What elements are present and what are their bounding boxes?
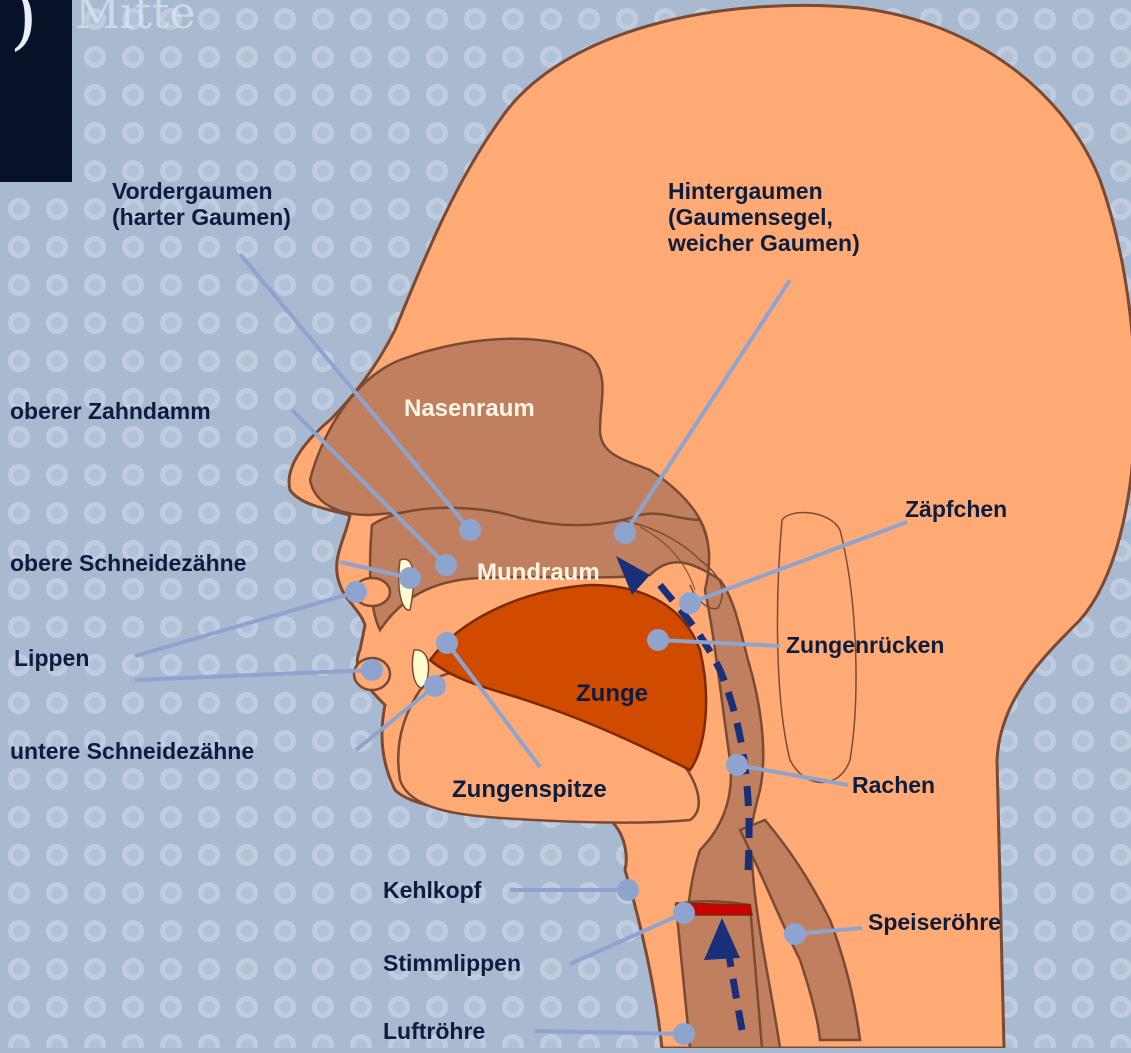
label-lips: Lippen xyxy=(14,645,89,671)
pointer-vocal-folds-dot xyxy=(675,904,693,922)
label-vocal-folds: Stimmlippen xyxy=(383,950,521,976)
corner-glyph: ) xyxy=(10,0,37,58)
label-hard-palate: Vordergaumen (harter Gaumen) xyxy=(112,178,291,230)
pointer-alveolar-ridge-dot xyxy=(437,556,455,574)
label-upper-incisors: obere Schneidezähne xyxy=(10,550,246,576)
label-tongue-tip: Zungenspitze xyxy=(452,777,607,803)
label-oral-cavity: Mundraum xyxy=(477,560,600,586)
pointer-tongue-back-dot xyxy=(649,631,667,649)
pointer-hard-palate-dot xyxy=(461,521,479,539)
label-tongue-back: Zungenrücken xyxy=(786,632,944,658)
label-uvula: Zäpfchen xyxy=(905,496,1007,522)
pointer-soft-palate-dot xyxy=(616,524,634,542)
pointer-lower-incisors-dot xyxy=(426,677,444,695)
pointer-lips-lower-dot xyxy=(363,661,381,679)
label-esophagus: Speiseröhre xyxy=(868,909,1001,935)
pointer-larynx-dot xyxy=(619,881,637,899)
pointer-trachea-dot xyxy=(675,1025,693,1043)
label-alveolar-ridge: oberer Zahndamm xyxy=(10,398,211,424)
pointer-uvula-dot xyxy=(681,594,699,612)
pointer-esophagus-dot xyxy=(786,925,804,943)
pointer-pharynx-dot xyxy=(728,756,746,774)
label-pharynx: Rachen xyxy=(852,772,935,798)
corner-mark: ) xyxy=(0,0,72,182)
background-text: Mitte xyxy=(75,0,196,39)
label-soft-palate: Hintergaumen (Gaumensegel, weicher Gaume… xyxy=(668,178,860,256)
label-tongue: Zunge xyxy=(576,681,648,707)
pointer-upper-incisors-dot xyxy=(401,569,419,587)
label-larynx: Kehlkopf xyxy=(383,877,481,903)
label-lower-incisors: untere Schneidezähne xyxy=(10,738,254,764)
pointer-tongue-tip-dot xyxy=(438,634,456,652)
label-trachea: Luftröhre xyxy=(383,1018,485,1044)
label-nasal-cavity: Nasenraum xyxy=(404,396,535,422)
pointer-lips-upper-dot xyxy=(347,583,365,601)
